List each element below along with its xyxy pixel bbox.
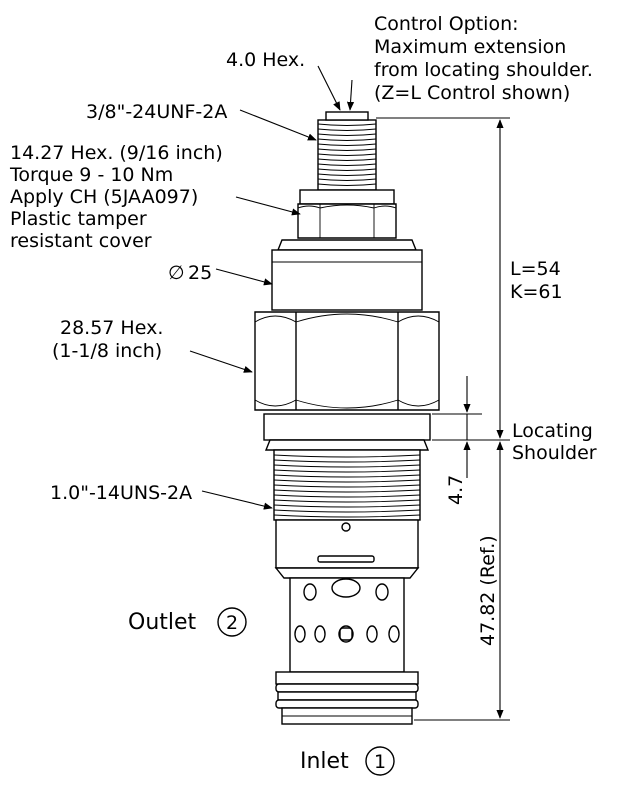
length-k: K=61 bbox=[510, 281, 563, 303]
lower-cylinder bbox=[274, 519, 420, 579]
leaders bbox=[189, 65, 355, 510]
control-option-line4: (Z=L Control shown) bbox=[374, 82, 570, 104]
hex-1427-line1: 14.27 Hex. (9/16 inch) bbox=[10, 142, 223, 164]
thread-main-label: 1.0"-14UNS-2A bbox=[50, 482, 192, 504]
main-thread bbox=[273, 449, 421, 521]
length-l: L=54 bbox=[510, 258, 561, 280]
hex-body-large bbox=[254, 311, 440, 411]
hex-2857-line1: 28.57 Hex. bbox=[60, 317, 163, 339]
inlet-number: 1 bbox=[374, 751, 386, 773]
locating-line1: Locating bbox=[512, 420, 593, 442]
inlet-port-label: Inlet 1 bbox=[300, 746, 395, 776]
hex-1427-line2: Torque 9 - 10 Nm bbox=[9, 164, 173, 186]
collar bbox=[271, 239, 423, 311]
diameter-symbol: ∅ bbox=[168, 262, 185, 284]
outlet-text: Outlet bbox=[128, 610, 197, 635]
hex-1427-line3: Apply CH (5JAA097) bbox=[10, 186, 198, 208]
control-option-line2: Maximum extension bbox=[374, 36, 566, 58]
dimensions bbox=[376, 117, 510, 721]
shoulder-step bbox=[263, 413, 431, 451]
control-option-line1: Control Option: bbox=[374, 13, 519, 35]
hex-1427-line4: Plastic tamper bbox=[10, 208, 147, 230]
inlet-text: Inlet bbox=[300, 749, 349, 774]
outlet-number: 2 bbox=[226, 612, 238, 634]
annotations: Control Option: Maximum extension from l… bbox=[9, 13, 597, 776]
thread-top-label: 3/8"-24UNF-2A bbox=[86, 101, 227, 123]
locating-line2: Shoulder bbox=[512, 442, 597, 464]
hex-2857-line2: (1-1/8 inch) bbox=[52, 340, 162, 362]
hex-nut-small bbox=[297, 189, 397, 239]
control-option-line3: from locating shoulder. bbox=[374, 59, 593, 81]
hex-1427-line5: resistant cover bbox=[10, 230, 152, 252]
dim-47-label: 4.7 bbox=[445, 475, 467, 505]
hex-4-label: 4.0 Hex. bbox=[226, 49, 305, 71]
diameter-value: 25 bbox=[188, 262, 212, 284]
outlet-port-label: Outlet 2 bbox=[128, 607, 247, 637]
lower-seals bbox=[275, 671, 419, 725]
adjust-thread-top bbox=[317, 111, 377, 191]
outlet-cage bbox=[289, 577, 405, 673]
valve-body bbox=[254, 111, 440, 725]
dim-4782-label: 47.82 (Ref.) bbox=[477, 535, 499, 646]
